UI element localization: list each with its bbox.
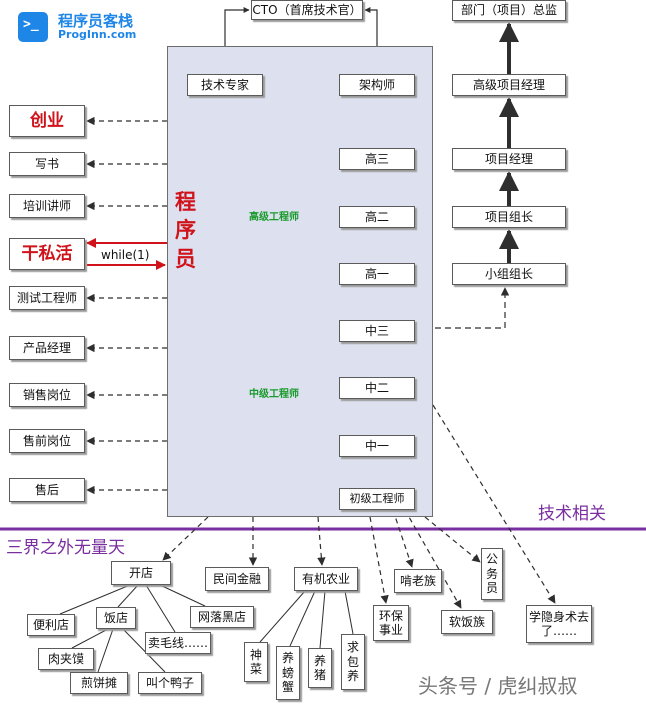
bun-node: 求包养 bbox=[341, 634, 365, 690]
panel-to-farm bbox=[317, 516, 326, 566]
tech-related-label: 技术相关 bbox=[538, 504, 606, 524]
shop-to-store bbox=[59, 584, 131, 615]
while-loop-label: while(1) bbox=[101, 248, 150, 262]
presales-node: 售前岗位 bbox=[9, 429, 85, 453]
farm-to-crab bbox=[289, 590, 316, 647]
pm-node: 项目经理 bbox=[452, 148, 566, 170]
shop-to-yarn bbox=[145, 584, 176, 633]
senior1-node: 高一 bbox=[339, 263, 415, 285]
mid3-to-group-lead bbox=[415, 287, 510, 329]
junior-node: 初级工程师 bbox=[339, 488, 415, 510]
online-shop-node: 网落黑店 bbox=[190, 606, 254, 628]
restaurant-to-jianbing bbox=[97, 628, 114, 673]
logo-url: ProgInn.com bbox=[58, 28, 137, 41]
farm-to-veg bbox=[259, 590, 306, 643]
panel-to-env bbox=[369, 516, 389, 604]
sales-node: 销售岗位 bbox=[9, 383, 85, 407]
logo-title: 程序员客栈 bbox=[58, 12, 134, 30]
director-node: 部门（项目）总监 bbox=[452, 0, 566, 21]
senior-pm-node: 高级项目经理 bbox=[452, 74, 566, 96]
organic-farm-node: 有机农业 bbox=[294, 567, 358, 591]
logo: >_ 程序员客栈 ProgInn.com bbox=[18, 9, 178, 45]
programmer-char: 员 bbox=[175, 247, 196, 271]
aftersales-node: 售后 bbox=[9, 478, 85, 502]
mid1-node: 中一 bbox=[339, 435, 415, 457]
senior3-node: 高三 bbox=[339, 148, 415, 170]
crab-node: 养螃蟹 bbox=[276, 646, 300, 700]
programmer-char: 程 bbox=[175, 190, 196, 214]
neet-node: 啃老族 bbox=[394, 569, 442, 593]
folk-finance-node: 民间金融 bbox=[205, 567, 269, 591]
senior-engineer-label: 高级工程师 bbox=[249, 212, 299, 223]
farm-to-bun bbox=[344, 590, 354, 635]
restaurant-to-roujiamo bbox=[71, 628, 109, 649]
panel-to-civil bbox=[424, 516, 481, 563]
panel-to-open-shop bbox=[162, 516, 209, 561]
veg-node: 神菜 bbox=[244, 642, 268, 682]
mid3-node: 中三 bbox=[339, 320, 415, 342]
shop-to-online bbox=[159, 584, 206, 607]
roujiamo-node: 肉夹馍 bbox=[38, 648, 94, 670]
civil-servant-node: 公务员 bbox=[481, 548, 503, 600]
open-shop-node: 开店 bbox=[111, 561, 171, 585]
group-lead-node: 小组组长 bbox=[452, 263, 566, 285]
jianbing-node: 煎饼摊 bbox=[70, 672, 128, 694]
restaurant-node: 饭店 bbox=[96, 607, 136, 629]
pig-node: 养猪 bbox=[308, 648, 332, 688]
soft-rice-node: 软饭族 bbox=[441, 610, 493, 634]
startup-node: 创业 bbox=[9, 105, 85, 137]
architect-node: 架构师 bbox=[339, 74, 415, 96]
convenience-store-node: 便利店 bbox=[27, 614, 75, 636]
farm-to-pig bbox=[319, 590, 326, 649]
mid-engineer-label: 中级工程师 bbox=[249, 389, 299, 400]
panel-to-hermit bbox=[432, 404, 556, 604]
terminal-prompt-icon: >_ bbox=[18, 12, 48, 42]
cto-node: CTO（首席技术官） bbox=[251, 0, 363, 20]
duck-node: 叫个鸭子 bbox=[138, 672, 202, 694]
product-manager-node: 产品经理 bbox=[9, 336, 85, 360]
shop-to-restaurant bbox=[117, 584, 139, 608]
watermark: 头条号 / 虎纠叔叔 bbox=[418, 674, 578, 698]
mid2-node: 中二 bbox=[339, 377, 415, 399]
yarn-node: 卖毛线…… bbox=[145, 632, 211, 654]
panel-to-rice bbox=[404, 509, 462, 609]
panel-to-neet bbox=[392, 509, 414, 568]
hermit-node: 学隐身术去了…… bbox=[526, 605, 592, 643]
side-job-node: 干私活 bbox=[9, 238, 85, 270]
env-node: 环保事业 bbox=[373, 605, 409, 641]
trainer-node: 培训讲师 bbox=[9, 194, 85, 218]
senior2-node: 高二 bbox=[339, 206, 415, 228]
tester-node: 测试工程师 bbox=[9, 286, 85, 310]
book-node: 写书 bbox=[9, 152, 85, 176]
programmer-char: 序 bbox=[175, 218, 196, 242]
tech-expert-node: 技术专家 bbox=[187, 74, 263, 96]
restaurant-to-duck bbox=[122, 628, 166, 673]
beyond-label: 三界之外无量天 bbox=[6, 538, 125, 558]
team-lead-node: 项目组长 bbox=[452, 206, 566, 228]
